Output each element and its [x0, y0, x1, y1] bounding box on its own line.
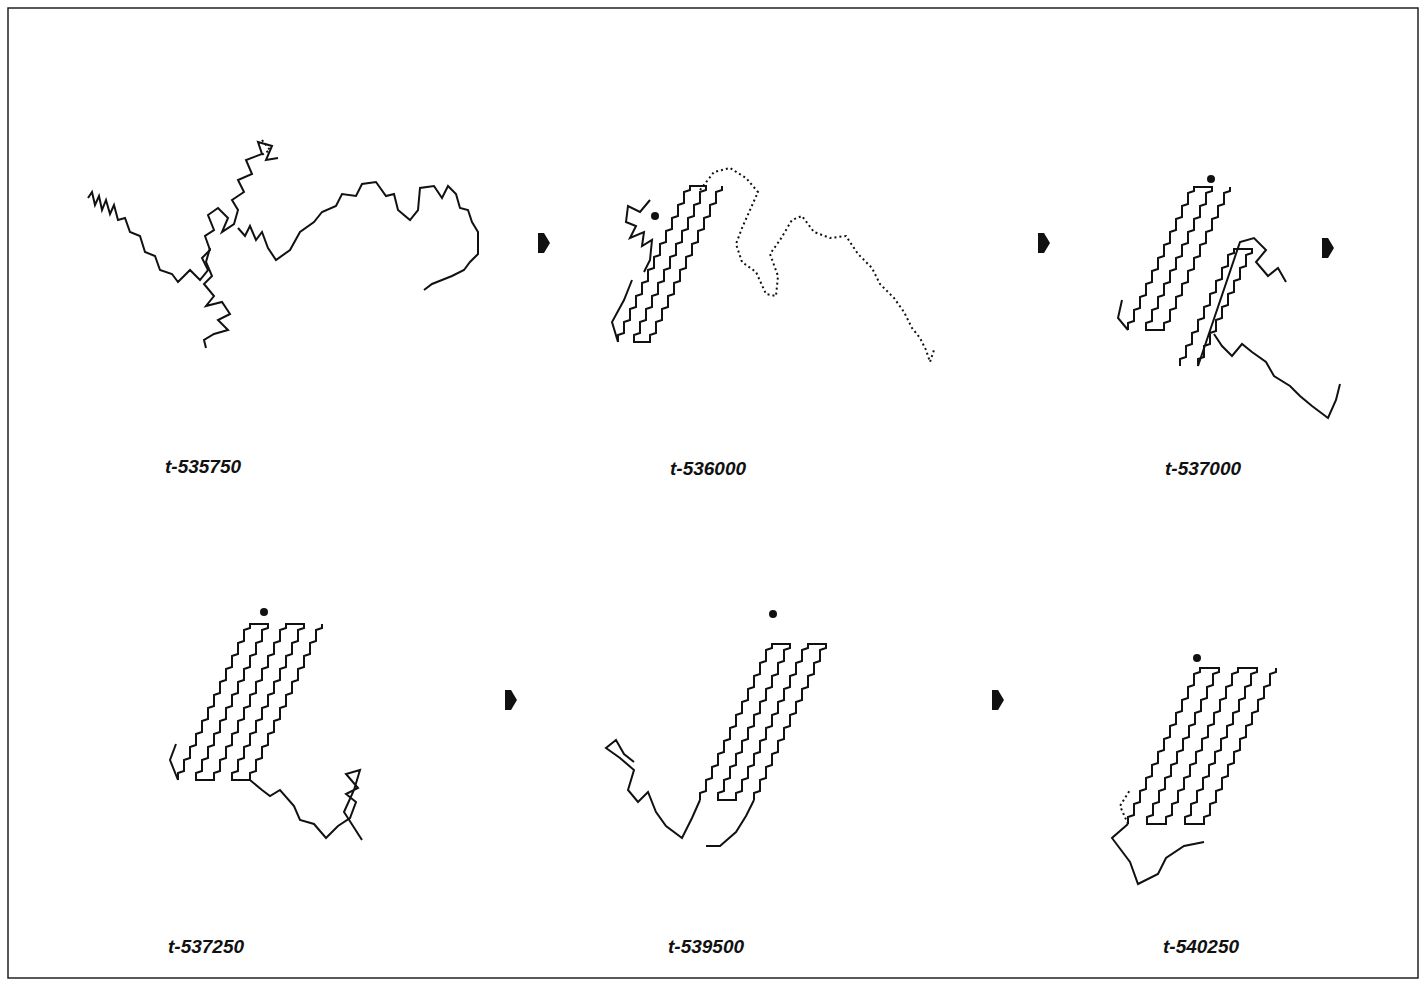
time-step-label: t-535750	[165, 456, 241, 478]
polymer-chain	[618, 186, 722, 342]
chain-end	[769, 610, 777, 618]
polymer-chain	[1112, 824, 1204, 884]
time-step-label: t-537250	[168, 936, 244, 958]
sequence-arrow	[992, 690, 1004, 710]
chain-end	[260, 608, 268, 616]
sequence-arrow	[1038, 233, 1050, 253]
polymer-chain	[1214, 334, 1340, 418]
time-step-label: t-537000	[1165, 458, 1241, 480]
time-step-label: t-540250	[1163, 936, 1239, 958]
sequence-arrow	[505, 690, 517, 710]
sequence-arrow	[538, 233, 550, 253]
polymer-chain	[170, 744, 178, 780]
polymer-chain	[612, 280, 632, 342]
polymer-chain	[1128, 187, 1230, 330]
polymer-chain	[700, 644, 826, 800]
polymer-chain	[700, 168, 934, 362]
sequence-arrow	[1322, 238, 1334, 258]
chain-end	[1193, 654, 1201, 662]
time-step-label: t-539500	[668, 936, 744, 958]
chain-end	[651, 212, 659, 220]
polymer-chain	[260, 140, 270, 156]
polymer-chain	[626, 200, 652, 272]
polymer-chain	[88, 142, 278, 282]
polymer-chain	[1128, 668, 1276, 824]
polymer-chain	[1118, 300, 1128, 330]
polymer-chain	[706, 800, 754, 846]
polymer-chain	[606, 740, 700, 838]
polymer-chain	[238, 182, 478, 290]
frame	[8, 8, 1418, 978]
time-step-label: t-536000	[670, 458, 746, 480]
polymer-chain	[1120, 790, 1130, 824]
chain-end	[1207, 175, 1215, 183]
polymer-chain	[250, 770, 362, 840]
polymer-chain	[1180, 238, 1286, 366]
polymer-chain	[204, 248, 230, 348]
polymer-chain	[178, 624, 322, 780]
